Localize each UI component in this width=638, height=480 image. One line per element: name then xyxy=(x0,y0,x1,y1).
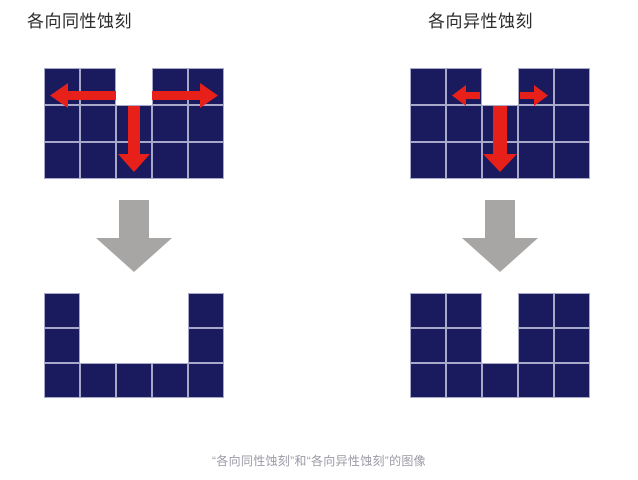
substrate-cell xyxy=(446,68,482,105)
substrate-cell xyxy=(518,328,554,363)
substrate-cell xyxy=(116,105,152,142)
substrate-cell xyxy=(518,363,554,398)
substrate-cell xyxy=(410,142,446,179)
substrate-cell xyxy=(518,142,554,179)
substrate-cell xyxy=(446,328,482,363)
substrate-cell xyxy=(152,142,188,179)
substrate-cell xyxy=(554,363,590,398)
substrate-cell xyxy=(44,142,80,179)
isotropic-process-arrow xyxy=(92,200,176,277)
substrate-cell xyxy=(410,293,446,328)
substrate-cell xyxy=(152,68,188,105)
figure-caption: “各向同性蚀刻”和“各向异性蚀刻”的图像 xyxy=(212,454,426,468)
substrate-cell xyxy=(446,142,482,179)
substrate-cell xyxy=(518,105,554,142)
substrate-cell xyxy=(44,328,80,363)
substrate-cell xyxy=(44,363,80,398)
substrate-cell xyxy=(152,105,188,142)
anisotropic-process-arrow xyxy=(458,200,542,277)
substrate-cell xyxy=(188,105,224,142)
substrate-cell xyxy=(44,105,80,142)
anisotropic-substrate-grid-after xyxy=(410,293,590,398)
substrate-cell xyxy=(44,293,80,328)
isotropic-substrate-grid-before xyxy=(44,68,224,179)
substrate-cell xyxy=(44,68,80,105)
substrate-cell xyxy=(188,293,224,328)
substrate-cell xyxy=(188,363,224,398)
substrate-cell xyxy=(80,142,116,179)
substrate-cell xyxy=(80,68,116,105)
isotropic-substrate-grid-after xyxy=(44,293,224,398)
substrate-cell xyxy=(410,68,446,105)
substrate-cell xyxy=(80,105,116,142)
substrate-cell xyxy=(482,363,518,398)
substrate-cell xyxy=(446,363,482,398)
substrate-cell xyxy=(116,142,152,179)
substrate-cell xyxy=(188,142,224,179)
substrate-cell xyxy=(116,363,152,398)
substrate-cell xyxy=(554,328,590,363)
substrate-cell xyxy=(152,363,188,398)
substrate-cell xyxy=(410,105,446,142)
substrate-cell xyxy=(482,142,518,179)
anisotropic-substrate-grid-before xyxy=(410,68,590,179)
substrate-cell xyxy=(482,105,518,142)
panel-title-isotropic: 各向同性蚀刻 xyxy=(27,12,132,31)
substrate-cell xyxy=(554,142,590,179)
substrate-cell xyxy=(518,68,554,105)
substrate-cell xyxy=(410,328,446,363)
substrate-cell xyxy=(554,68,590,105)
substrate-cell xyxy=(518,293,554,328)
substrate-cell xyxy=(188,68,224,105)
substrate-cell xyxy=(446,105,482,142)
panel-title-anisotropic: 各向异性蚀刻 xyxy=(428,12,533,31)
substrate-cell xyxy=(446,293,482,328)
substrate-cell xyxy=(554,105,590,142)
substrate-cell xyxy=(80,363,116,398)
substrate-cell xyxy=(188,328,224,363)
substrate-cell xyxy=(554,293,590,328)
substrate-cell xyxy=(410,363,446,398)
